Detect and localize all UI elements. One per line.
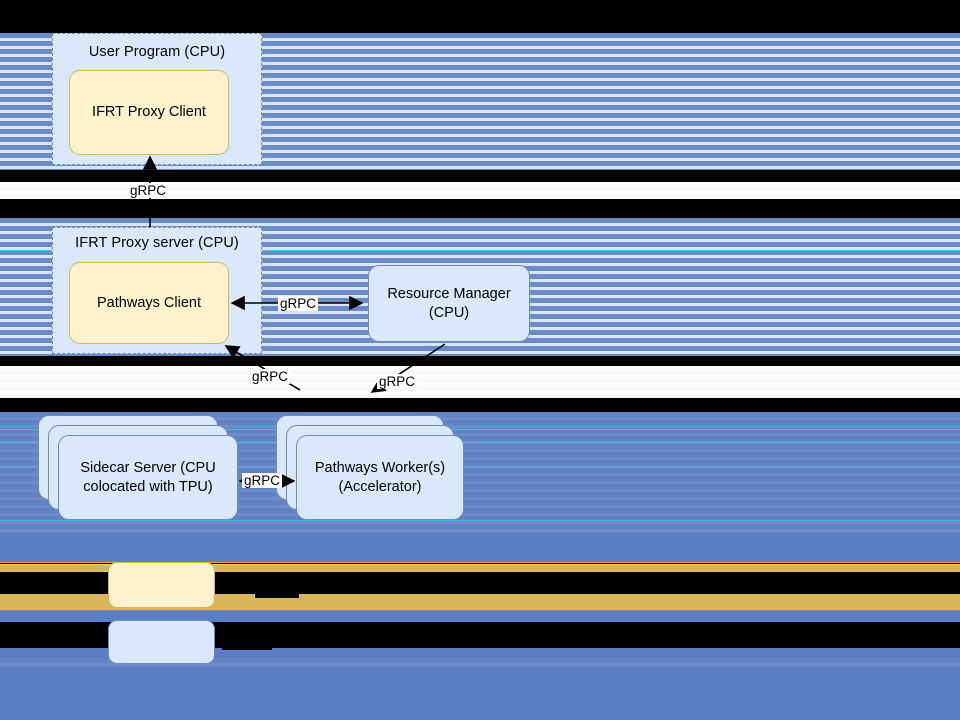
node-resource-manager[interactable]: Resource Manager (CPU)	[368, 265, 530, 342]
glitch-hairline-yellow	[0, 564, 960, 565]
glitch-band-stripes-4	[0, 658, 960, 668]
node-pathways-client[interactable]: Pathways Client	[69, 262, 229, 344]
glitch-band-black-5	[0, 398, 960, 412]
glitch-band-solid-4	[0, 668, 960, 720]
glitch-hairline-purple	[0, 610, 960, 611]
node-pathways-client-label: Pathways Client	[97, 294, 201, 311]
node-pathways-workers-label-line2: (Accelerator)	[338, 478, 422, 495]
edge-label-sidecar-to-pathways-client: gRPC	[250, 369, 291, 384]
node-pathways-workers-label-line1: Pathways Worker(s)	[314, 459, 446, 476]
glitch-band-black-2	[0, 170, 960, 182]
glitch-band-gold-2	[0, 594, 960, 610]
glitch-band-black-top	[0, 0, 960, 33]
group-user-program-label: User Program (CPU)	[88, 44, 226, 60]
node-sidecar-server-label-line2: colocated with TPU)	[83, 478, 213, 495]
glitch-band-solid-3	[0, 648, 960, 658]
legend-swatch-yellow	[108, 562, 215, 608]
node-ifrt-proxy-client-label: IFRT Proxy Client	[92, 104, 206, 121]
legend-underbar-yellow	[255, 594, 299, 598]
edge-label-rm-to-pathways-client: gRPC	[278, 296, 319, 311]
node-sidecar-server[interactable]: Sidecar Server (CPU colocated with TPU)	[58, 435, 238, 520]
glitch-band-solid-1	[0, 532, 960, 562]
glitch-hairline-cyan-5	[0, 520, 960, 521]
legend-underbar-blue	[222, 646, 272, 650]
glitch-hairline-orange	[0, 562, 960, 563]
glitch-band-white-2	[0, 366, 960, 398]
glitch-band-black-4	[0, 356, 960, 366]
glitch-hairline-cyan-2	[0, 429, 960, 430]
group-ifrt-proxy-server-label: IFRT Proxy server (CPU)	[75, 235, 239, 251]
node-pathways-workers[interactable]: Pathways Worker(s) (Accelerator)	[296, 435, 464, 520]
legend-swatch-blue	[108, 620, 215, 664]
edge-label-client-to-server: gRPC	[128, 183, 169, 198]
node-resource-manager-label-line2: (CPU)	[428, 304, 470, 321]
glitch-band-black-3	[0, 199, 960, 218]
edge-label-rm-to-workers: gRPC	[377, 374, 418, 389]
legend-label-yellow	[255, 572, 935, 594]
glitch-hairline-cyan-1	[0, 250, 960, 251]
glitch-band-white-1	[0, 182, 960, 199]
node-ifrt-proxy-client[interactable]: IFRT Proxy Client	[69, 70, 229, 155]
glitch-hairline-cyan-4	[0, 467, 960, 468]
node-resource-manager-label-line1: Resource Manager	[387, 285, 511, 302]
node-sidecar-server-label-line1: Sidecar Server (CPU	[80, 459, 216, 476]
edge-label-sidecar-to-worker: gRPC	[242, 473, 283, 488]
glitch-band-solid-2	[0, 611, 960, 622]
legend-label-blue	[222, 622, 934, 646]
glitch-hairline-cyan-3	[0, 442, 960, 443]
